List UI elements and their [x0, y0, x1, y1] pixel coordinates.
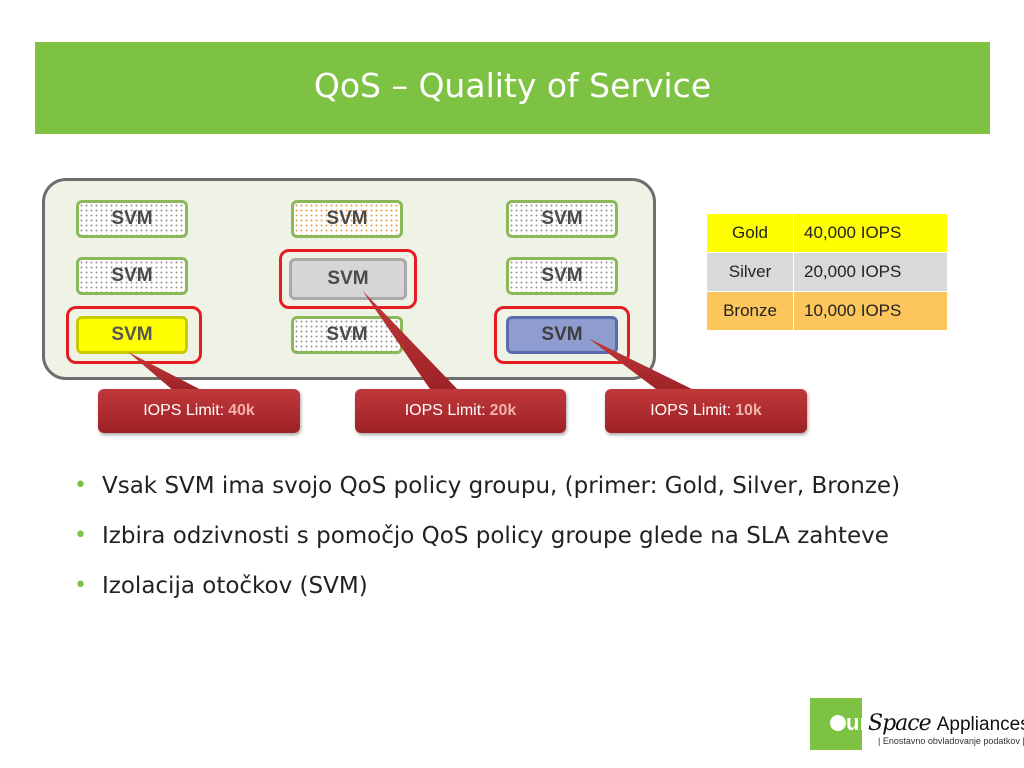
list-item: •Izbira odzivnosti s pomočjo QoS policy … [74, 518, 900, 568]
table-row: Gold 40,000 IOPS [706, 213, 948, 253]
iops-limit-badge: IOPS Limit: 10k [605, 389, 807, 433]
svm-box: SVM [76, 257, 188, 295]
list-item: •Vsak SVM ima svojo QoS policy groupu, (… [74, 468, 900, 518]
svm-box: SVM [506, 200, 618, 238]
limit-value: 10k [735, 402, 762, 419]
logo-brand: Space [868, 711, 932, 736]
bullet-icon: • [74, 523, 87, 548]
svm-box-silver: SVM [289, 258, 407, 300]
svm-box: SVM [506, 257, 618, 295]
logo-prefix: ur [846, 710, 868, 735]
list-item: •Izolacija otočkov (SVM) [74, 568, 900, 618]
highlight-silver [279, 249, 417, 309]
svm-box-gold: SVM [76, 316, 188, 354]
svm-box: SVM [291, 316, 403, 354]
limit-value: 20k [489, 402, 517, 419]
qos-policy-table: Gold 40,000 IOPS Silver 20,000 IOPS Bron… [706, 213, 948, 331]
limit-prefix: IOPS Limit: [143, 402, 225, 419]
logo-circle-icon [830, 715, 846, 731]
policy-iops: 40,000 IOPS [793, 213, 948, 253]
policy-level: Silver [706, 252, 794, 292]
company-tagline: | Enostavno obvladovanje podatkov | [878, 736, 1024, 746]
title-bar: QoS – Quality of Service [35, 42, 990, 134]
bullet-icon: • [74, 573, 87, 598]
limit-prefix: IOPS Limit: [404, 402, 486, 419]
policy-level: Bronze [706, 291, 794, 331]
company-logo: urSpace Appliances [830, 710, 1024, 736]
highlight-bronze [494, 306, 630, 364]
iops-limit-badge: IOPS Limit: 20k [355, 389, 566, 433]
table-row: Silver 20,000 IOPS [706, 252, 948, 292]
svm-box-bronze: SVM [506, 316, 618, 354]
iops-limit-badge: IOPS Limit: 40k [98, 389, 300, 433]
svm-box: SVM [76, 200, 188, 238]
limit-prefix: IOPS Limit: [650, 402, 732, 419]
svm-box: SVM [291, 200, 403, 238]
limit-value: 40k [228, 402, 255, 419]
bullet-icon: • [74, 473, 87, 498]
slide-title: QoS – Quality of Service [313, 66, 712, 105]
logo-suffix: Appliances [936, 714, 1024, 735]
policy-iops: 20,000 IOPS [793, 252, 948, 292]
bullet-list: •Vsak SVM ima svojo QoS policy groupu, (… [74, 468, 900, 618]
policy-iops: 10,000 IOPS [793, 291, 948, 331]
table-row: Bronze 10,000 IOPS [706, 291, 948, 331]
policy-level: Gold [706, 213, 794, 253]
